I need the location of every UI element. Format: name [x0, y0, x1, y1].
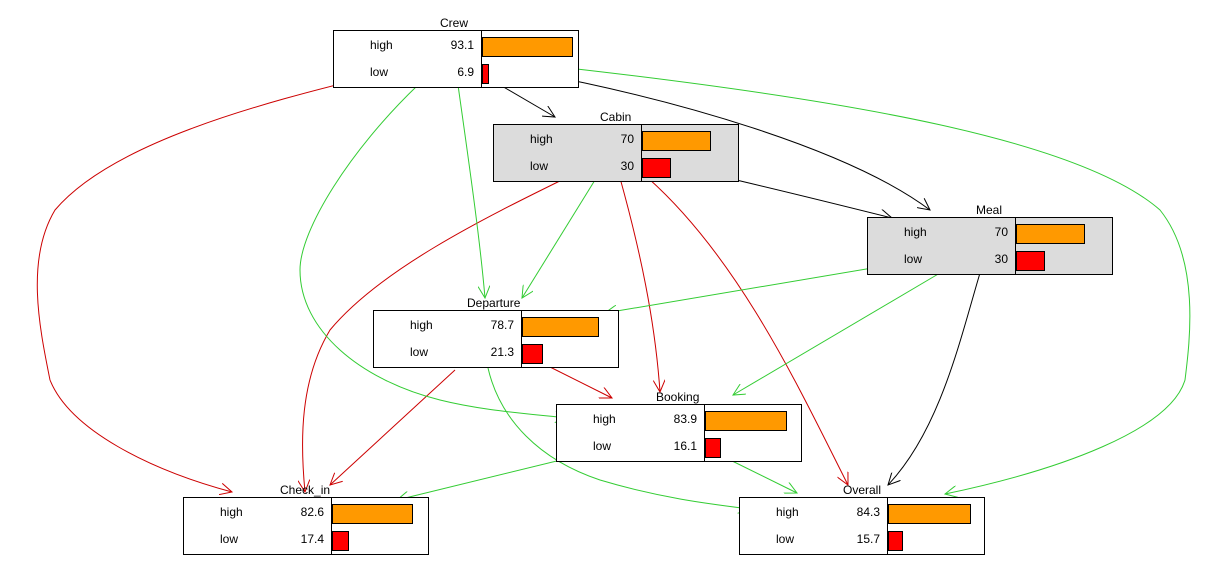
node-title: Check_in — [280, 483, 331, 497]
probability-bar-low — [482, 64, 489, 84]
probability-bar-low — [705, 438, 721, 458]
state-label: high — [904, 225, 927, 239]
state-value: 21.3 — [490, 345, 514, 359]
node-divider — [521, 311, 522, 367]
state-value: 70 — [620, 132, 634, 146]
node-divider — [1015, 218, 1016, 274]
state-value: 82.6 — [300, 505, 324, 519]
probability-bar-high — [705, 411, 787, 431]
node-cabin[interactable]: Cabin high 70 low 30 — [493, 110, 739, 182]
edge-cabin-overall — [647, 177, 848, 485]
node-departure[interactable]: Departure high 78.7 low 21.3 — [373, 296, 619, 368]
state-row-high: high 70 — [494, 129, 738, 151]
state-label: low — [370, 65, 389, 79]
edge-meal-booking — [733, 269, 946, 395]
probability-bar-high — [522, 317, 599, 337]
state-row-low: low 21.3 — [374, 342, 618, 364]
state-row-high: high 78.7 — [374, 315, 618, 337]
state-value: 6.9 — [457, 65, 474, 79]
node-title: Meal — [976, 203, 1003, 217]
state-label: high — [370, 38, 393, 52]
state-row-low: low 6.9 — [334, 62, 578, 84]
state-label: high — [410, 318, 433, 332]
state-row-high: high 93.1 — [334, 35, 578, 57]
edge-cabin-checkin — [303, 175, 571, 492]
state-label: low — [593, 439, 612, 453]
node-crew[interactable]: Crew high 93.1 low 6.9 — [333, 16, 579, 88]
probability-bar-low — [888, 531, 903, 551]
edge-departure-overall — [487, 367, 750, 509]
state-label: low — [410, 345, 429, 359]
state-row-low: low 17.4 — [184, 529, 428, 551]
node-title: Overall — [843, 483, 882, 497]
state-row-low: low 30 — [868, 249, 1112, 271]
edge-meal-overall — [888, 272, 981, 485]
state-label: low — [904, 252, 923, 266]
node-overall[interactable]: Overall high 84.3 low 15.7 — [739, 483, 985, 555]
state-value: 15.7 — [856, 532, 880, 546]
node-divider — [887, 498, 888, 554]
edge-departure-booking — [539, 361, 612, 398]
node-title: Booking — [656, 390, 700, 404]
state-value: 84.3 — [856, 505, 880, 519]
node-title: Departure — [467, 296, 521, 310]
probability-bar-low — [642, 158, 671, 178]
state-value: 17.4 — [300, 532, 324, 546]
edge-crew-checkin — [36, 72, 386, 492]
state-row-high: high 84.3 — [740, 502, 984, 524]
state-row-low: low 30 — [494, 156, 738, 178]
node-divider — [481, 31, 482, 87]
state-label: low — [530, 159, 549, 173]
edge-cabin-booking — [619, 177, 660, 392]
state-value: 30 — [994, 252, 1008, 266]
state-label: high — [776, 505, 799, 519]
state-value: 30 — [620, 159, 634, 173]
probability-bar-high — [642, 131, 711, 151]
state-label: high — [593, 412, 616, 426]
probability-bar-low — [332, 531, 349, 551]
state-label: low — [776, 532, 795, 546]
state-row-high: high 82.6 — [184, 502, 428, 524]
state-value: 78.7 — [490, 318, 514, 332]
node-title: Crew — [440, 16, 469, 30]
state-row-high: high 83.9 — [557, 409, 801, 431]
node-meal[interactable]: Meal high 70 low 30 — [867, 203, 1113, 275]
edge-crew-meal — [529, 71, 930, 210]
probability-bar-high — [1016, 224, 1085, 244]
state-row-low: low 15.7 — [740, 529, 984, 551]
node-check-in[interactable]: Check_in high 82.6 low 17.4 — [183, 483, 429, 555]
state-label: low — [220, 532, 239, 546]
node-booking[interactable]: Booking high 83.9 low 16.1 — [556, 390, 802, 462]
node-divider — [704, 405, 705, 461]
edge-meal-departure — [605, 261, 909, 313]
state-label: high — [530, 132, 553, 146]
edge-cabin-departure — [522, 179, 596, 298]
edge-crew-overall — [567, 67, 1191, 494]
state-value: 83.9 — [673, 412, 697, 426]
node-divider — [331, 498, 332, 554]
state-row-high: high 70 — [868, 222, 1112, 244]
probability-bar-high — [332, 504, 413, 524]
node-divider — [641, 125, 642, 181]
state-value: 16.1 — [673, 439, 697, 453]
state-value: 93.1 — [450, 38, 474, 52]
node-title: Cabin — [600, 110, 632, 124]
state-label: high — [220, 505, 243, 519]
edge-crew-booking — [299, 84, 567, 418]
probability-bar-high — [888, 504, 971, 524]
state-row-low: low 16.1 — [557, 436, 801, 458]
edge-departure-checkin — [330, 369, 456, 485]
state-value: 70 — [994, 225, 1008, 239]
edge-crew-departure — [457, 84, 485, 298]
probability-bar-high — [482, 37, 573, 57]
probability-bar-low — [522, 344, 543, 364]
probability-bar-low — [1016, 251, 1045, 271]
